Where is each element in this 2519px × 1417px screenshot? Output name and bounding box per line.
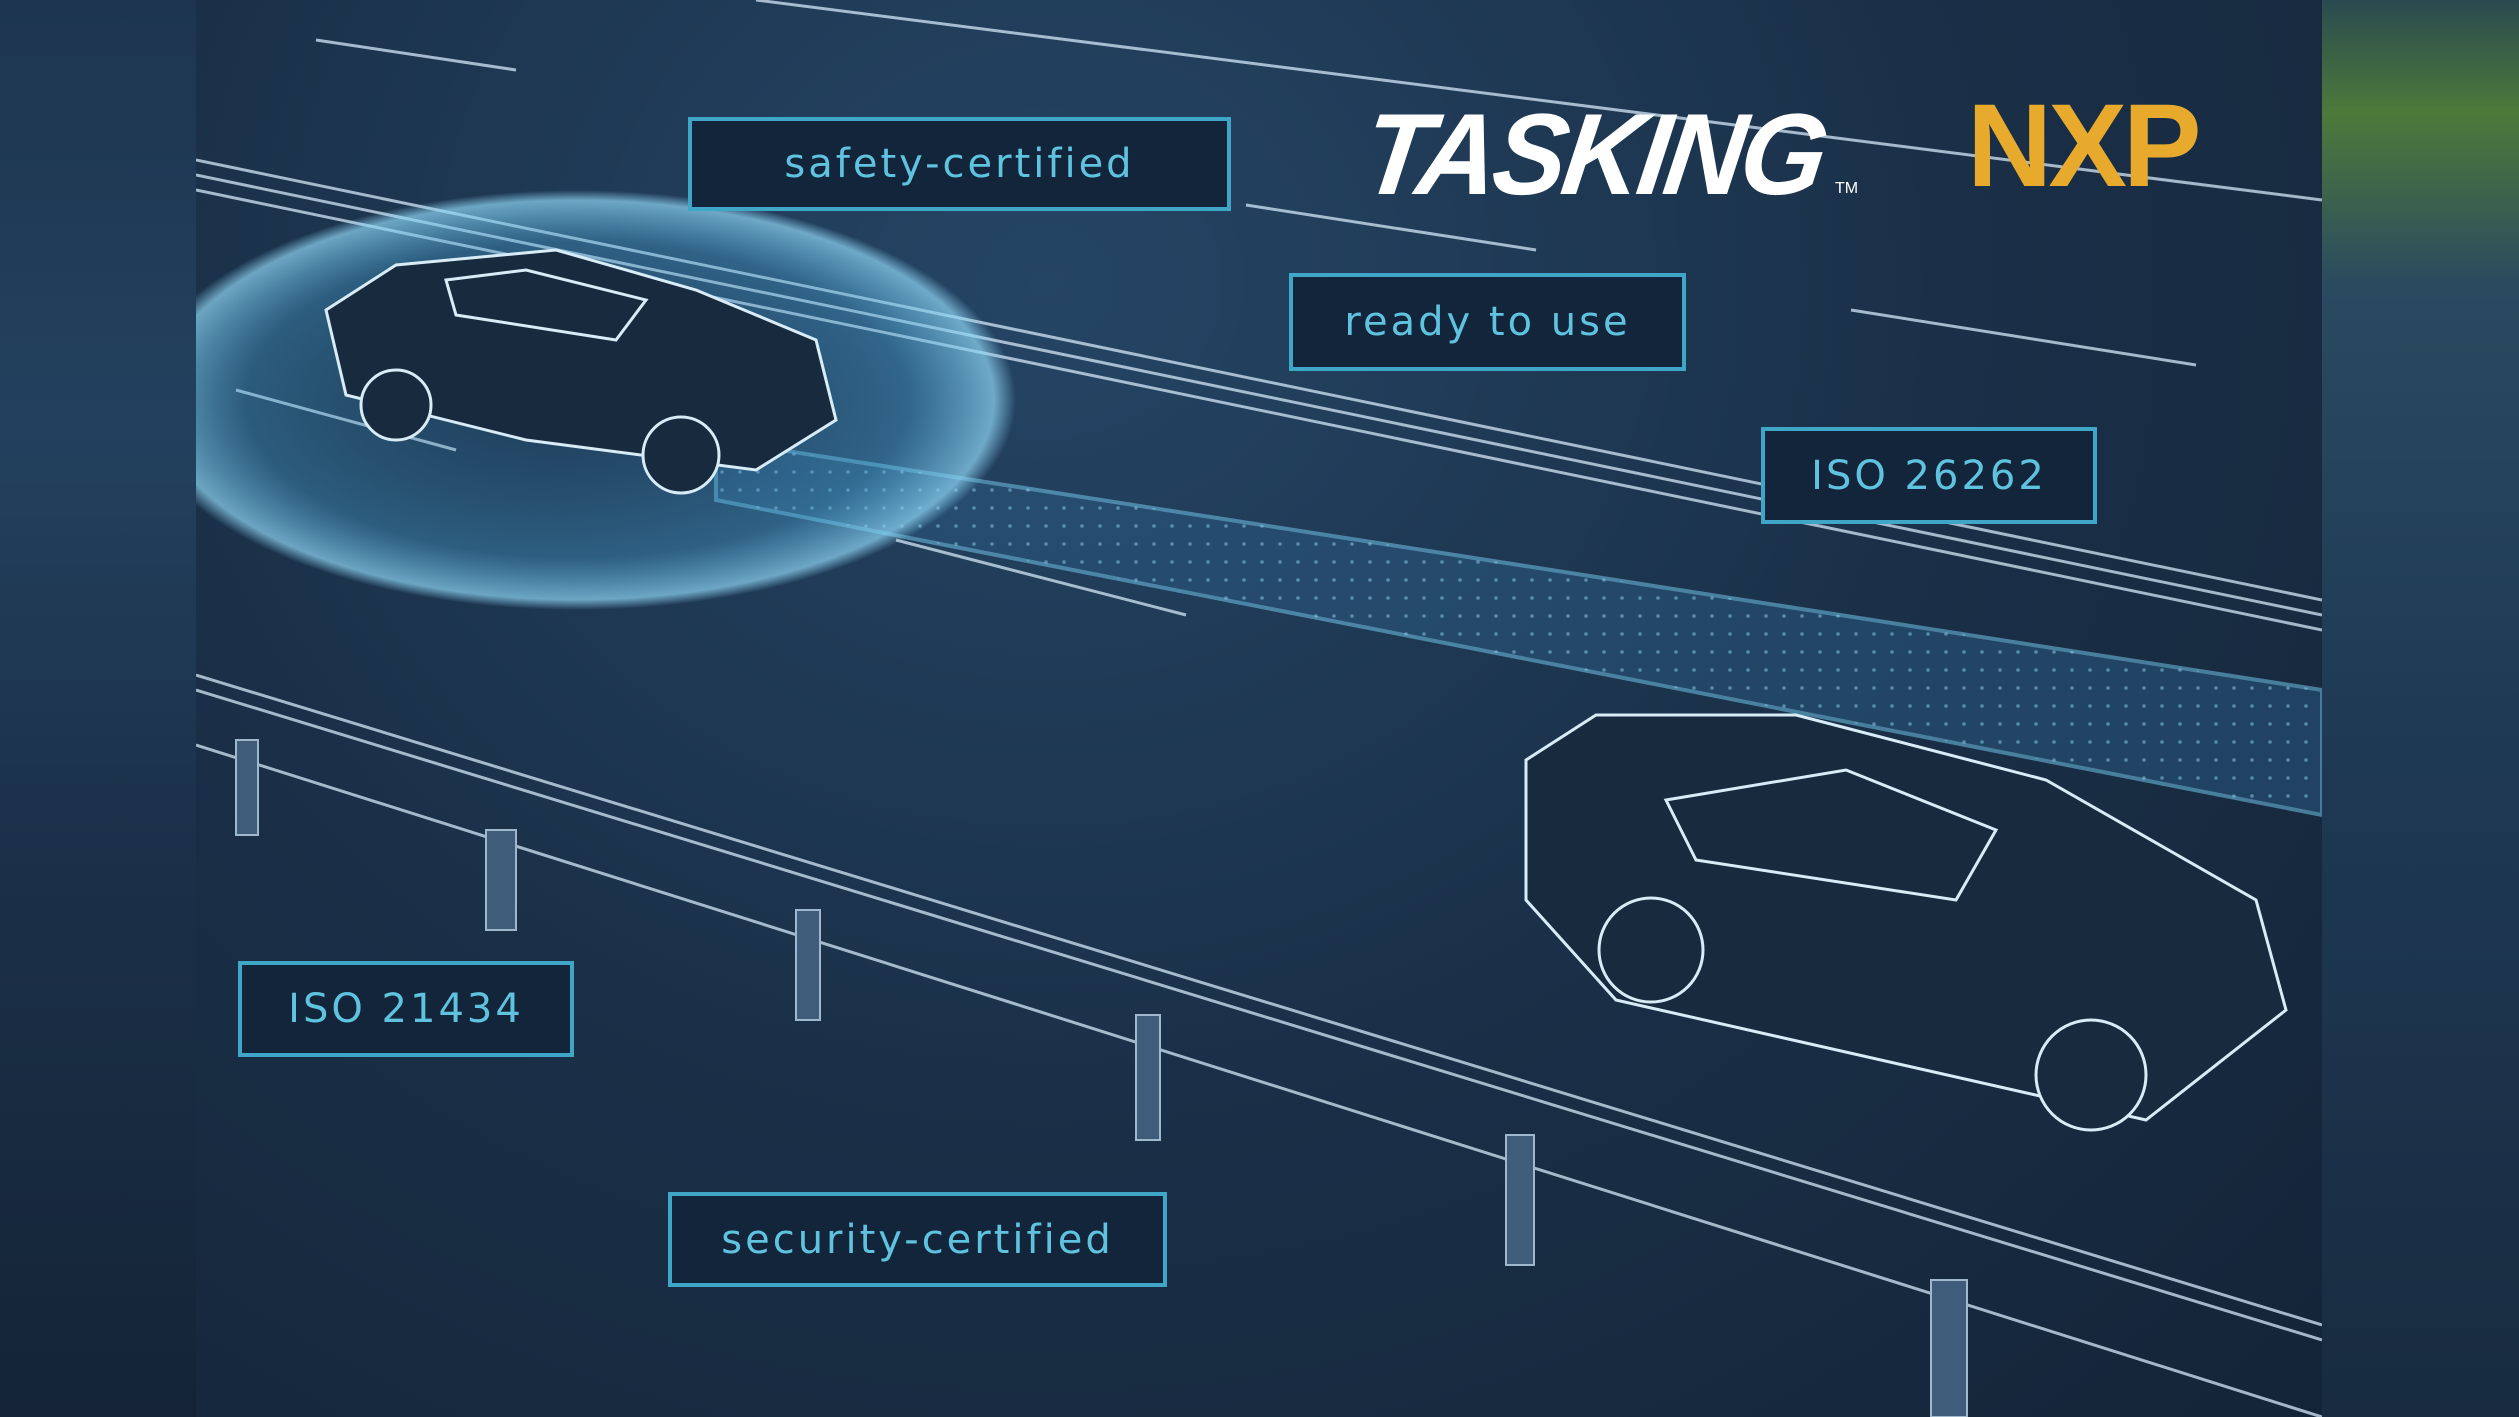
label-security-certified: security-certified	[668, 1192, 1167, 1287]
car-icon	[324, 248, 838, 495]
label-safety-certified: safety-certified	[688, 117, 1231, 211]
left-blur-border	[0, 0, 196, 1417]
label-iso-26262: ISO 26262	[1761, 427, 2097, 524]
video-frame: safety-certified ready to use ISO 26262 …	[196, 0, 2322, 1417]
tasking-trademark: TM	[1835, 180, 1859, 197]
right-blur-border	[2322, 0, 2519, 1417]
nxp-logo: NXP	[1967, 80, 2202, 212]
road-scene-illustration	[196, 0, 2322, 1417]
tasking-logo: TASKING	[1354, 89, 1832, 220]
label-ready-to-use: ready to use	[1289, 273, 1686, 371]
car-icon	[1524, 713, 2288, 1132]
label-iso-21434: ISO 21434	[238, 961, 574, 1057]
